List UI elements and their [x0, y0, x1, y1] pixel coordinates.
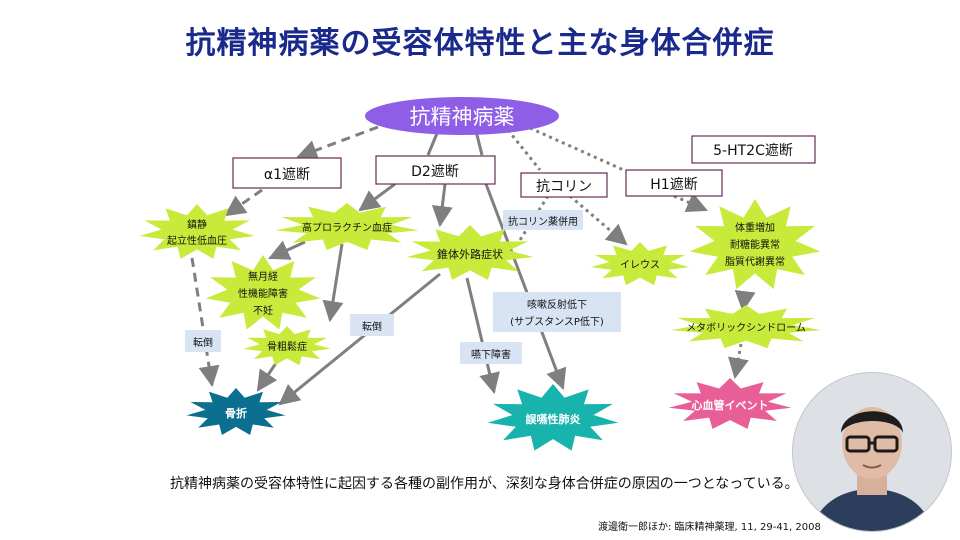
amenorrhea-line3: 不妊: [253, 304, 273, 317]
arrow-eps-fracture: [278, 272, 441, 406]
fall1-box: [185, 330, 221, 352]
dysphagia-box: [460, 342, 522, 364]
cough-line2: (サブスタンスP低下): [510, 315, 604, 328]
arrow-eps-pneumonia: [465, 277, 500, 395]
cough-box: [493, 292, 621, 332]
dysphagia-label: 嚥下障害: [471, 348, 511, 361]
osteoporosis-label: 骨粗鬆症: [267, 340, 307, 353]
arrow-prolactin-amenorrhea: [268, 240, 306, 260]
arrow-alpha1-sedation: [224, 188, 263, 217]
weight-line1: 体重増加: [735, 221, 775, 234]
burst-ileus: [590, 242, 690, 286]
burst-fracture: [186, 388, 286, 435]
burst-weight: [689, 199, 821, 290]
slide-title: 抗精神病薬の受容体特性と主な身体合併症: [185, 26, 775, 61]
arrow-anticholinergic-eps: [518, 195, 550, 241]
burst-hyperprolactinemia: [275, 203, 419, 250]
presenter-webcam: [792, 372, 952, 532]
anticholinergic-combo-label: 抗コリン薬併用: [508, 215, 578, 228]
center-label: 抗精神病薬: [410, 105, 515, 129]
h1-label: H1遮断: [650, 177, 697, 193]
cardio-label: 心血管イベント: [692, 398, 769, 412]
burst-metabolic: [670, 305, 822, 349]
amenorrhea-line2: 性機能障害: [238, 287, 288, 300]
metabolic-label: メタボリックシンドローム: [686, 322, 806, 334]
ht2c-label: 5-HT2C遮断: [713, 143, 793, 159]
burst-eps: [406, 225, 534, 280]
arrow-sedation-fracture: [190, 257, 220, 388]
d2-box: [375, 155, 496, 185]
arrow-d2-pneumonia: [484, 183, 567, 390]
burst-osteoporosis: [243, 326, 331, 366]
presenter-avatar-icon: [793, 373, 951, 531]
arrow-d2-eps: [431, 183, 453, 228]
center-ellipse: [365, 97, 559, 135]
arrow-center-alpha1: [296, 125, 379, 161]
burst-cardio: [668, 378, 792, 429]
burst-pneumonia: [487, 384, 619, 451]
anticholinergic-box: [520, 172, 608, 198]
burst-amenorrhea: [205, 255, 321, 330]
sedation-line1: 鎮静: [187, 218, 207, 231]
citation: 渡邊衛一郎ほか: 臨床精神薬理, 11, 29-41, 2008: [598, 522, 821, 533]
anticholinergic-combo-box: [503, 210, 583, 230]
eps-label: 錐体外路症状: [437, 247, 503, 261]
weight-line2: 耐糖能異常: [730, 238, 780, 251]
alpha1-box: [232, 157, 342, 189]
d2-label: D2遮断: [411, 164, 459, 180]
connector-lines: [190, 125, 756, 406]
sedation-line2: 起立性低血圧: [167, 234, 227, 247]
arrow-metabolic-cardio: [728, 343, 749, 380]
h1-box: [625, 169, 723, 197]
arrow-anticholinergic-ileus: [569, 194, 628, 246]
alpha1-label: α1遮断: [264, 167, 310, 183]
fracture-label: 骨折: [225, 406, 247, 420]
amenorrhea-line1: 無月経: [248, 270, 278, 283]
fall1-label: 転倒: [193, 337, 213, 349]
fall2-label: 転倒: [362, 321, 382, 333]
anticholinergic-label: 抗コリン: [536, 179, 592, 195]
arrow-center-d2: [426, 130, 440, 156]
arrow-h1-weight: [673, 192, 708, 213]
fall2-box: [350, 314, 394, 336]
ht2c-box: [691, 135, 816, 164]
footer-note: 抗精神病薬の受容体特性に起因する各種の副作用が、深刻な身体合併症の原因の一つとな…: [170, 476, 799, 492]
pneumonia-label: 誤嚥性肺炎: [526, 412, 581, 426]
arrow-prolactin-osteoporosis: [322, 243, 344, 323]
weight-line3: 脂質代謝異常: [725, 255, 785, 268]
ileus-label: イレウス: [620, 259, 660, 271]
cough-line1: 咳嗽反射低下: [527, 298, 587, 311]
hyperprolactinemia-label: 高プロラクチン血症: [302, 221, 392, 234]
arrow-center-anticholinergic: [506, 129, 542, 171]
arrow-center-h1: [529, 126, 629, 174]
arrow-center-d2b: [474, 130, 484, 156]
arrow-d2-prolactin: [358, 182, 396, 212]
burst-sedation: [139, 204, 255, 259]
